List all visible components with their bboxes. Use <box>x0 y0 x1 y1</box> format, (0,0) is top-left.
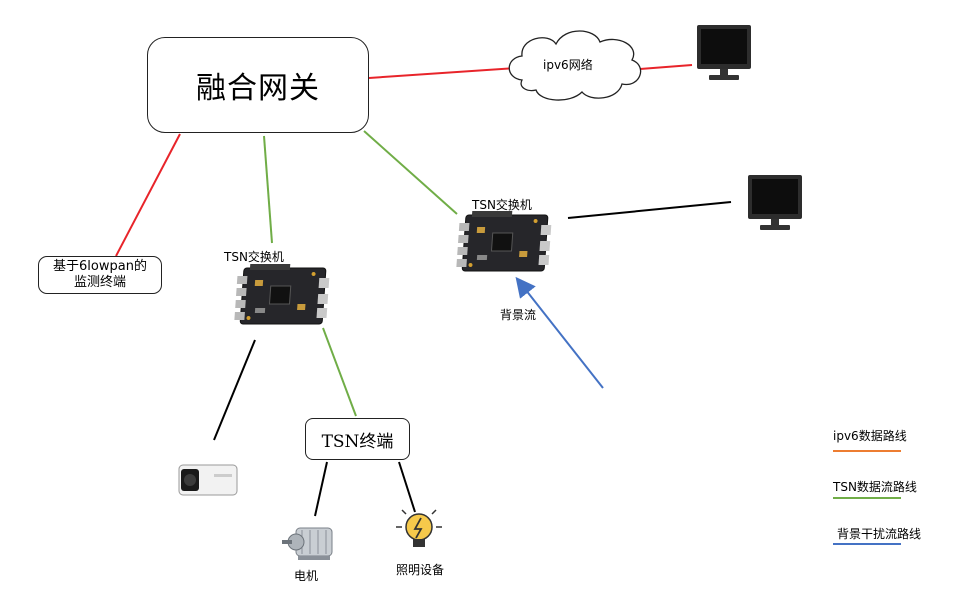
monitor-icon <box>697 25 751 80</box>
motor-icon <box>282 527 333 560</box>
gateway-node: 融合网关 <box>147 37 369 133</box>
6lowpan-terminal-label-1: 基于6lowpan的 <box>53 259 147 274</box>
link-gateway-switch-left <box>263 135 273 244</box>
motor-label: 电机 <box>294 569 319 583</box>
link-switch-left-camera <box>213 339 256 441</box>
switch-left-label: TSN交换机 <box>224 250 284 264</box>
gateway-label: 融合网关 <box>196 71 320 106</box>
legend-ipv6-label: ipv6数据路线 <box>833 429 907 443</box>
link-gateway-cloud <box>368 67 517 79</box>
legend-tsn-label: TSN数据流路线 <box>833 480 917 494</box>
6lowpan-terminal-node: 基于6lowpan的 监测终端 <box>38 256 162 294</box>
link-terminal-motor <box>314 461 328 517</box>
link-gateway-switch-right <box>363 130 458 215</box>
tsn-terminal-label: TSN终端 <box>321 431 394 452</box>
background-flow-label: 背景流 <box>500 308 537 322</box>
tsn-terminal-node: TSN终端 <box>305 418 410 460</box>
background-flow-arrow <box>515 276 604 389</box>
switch-right-label: TSN交换机 <box>472 198 532 212</box>
cloud-icon <box>508 30 642 101</box>
link-switch-right-monitor <box>567 201 732 219</box>
legend-background-label: 背景干扰流路线 <box>837 527 922 541</box>
legend-tsn-line <box>833 497 901 499</box>
link-terminal-bulb <box>398 461 416 513</box>
switch-board-icon <box>455 210 553 272</box>
legend-background-line <box>833 543 901 545</box>
link-gateway-6lowpan <box>115 133 181 257</box>
link-switch-left-terminal <box>322 327 357 417</box>
monitor-icon <box>748 175 802 230</box>
6lowpan-terminal-label-2: 监测终端 <box>73 275 126 290</box>
lighting-label: 照明设备 <box>396 563 445 577</box>
cloud-label: ipv6网络 <box>543 58 593 72</box>
link-cloud-monitor <box>639 64 693 70</box>
camera-icon <box>178 464 238 496</box>
switch-board-icon <box>233 263 331 325</box>
legend-ipv6-line <box>833 450 901 452</box>
bulb-icon <box>396 509 442 547</box>
